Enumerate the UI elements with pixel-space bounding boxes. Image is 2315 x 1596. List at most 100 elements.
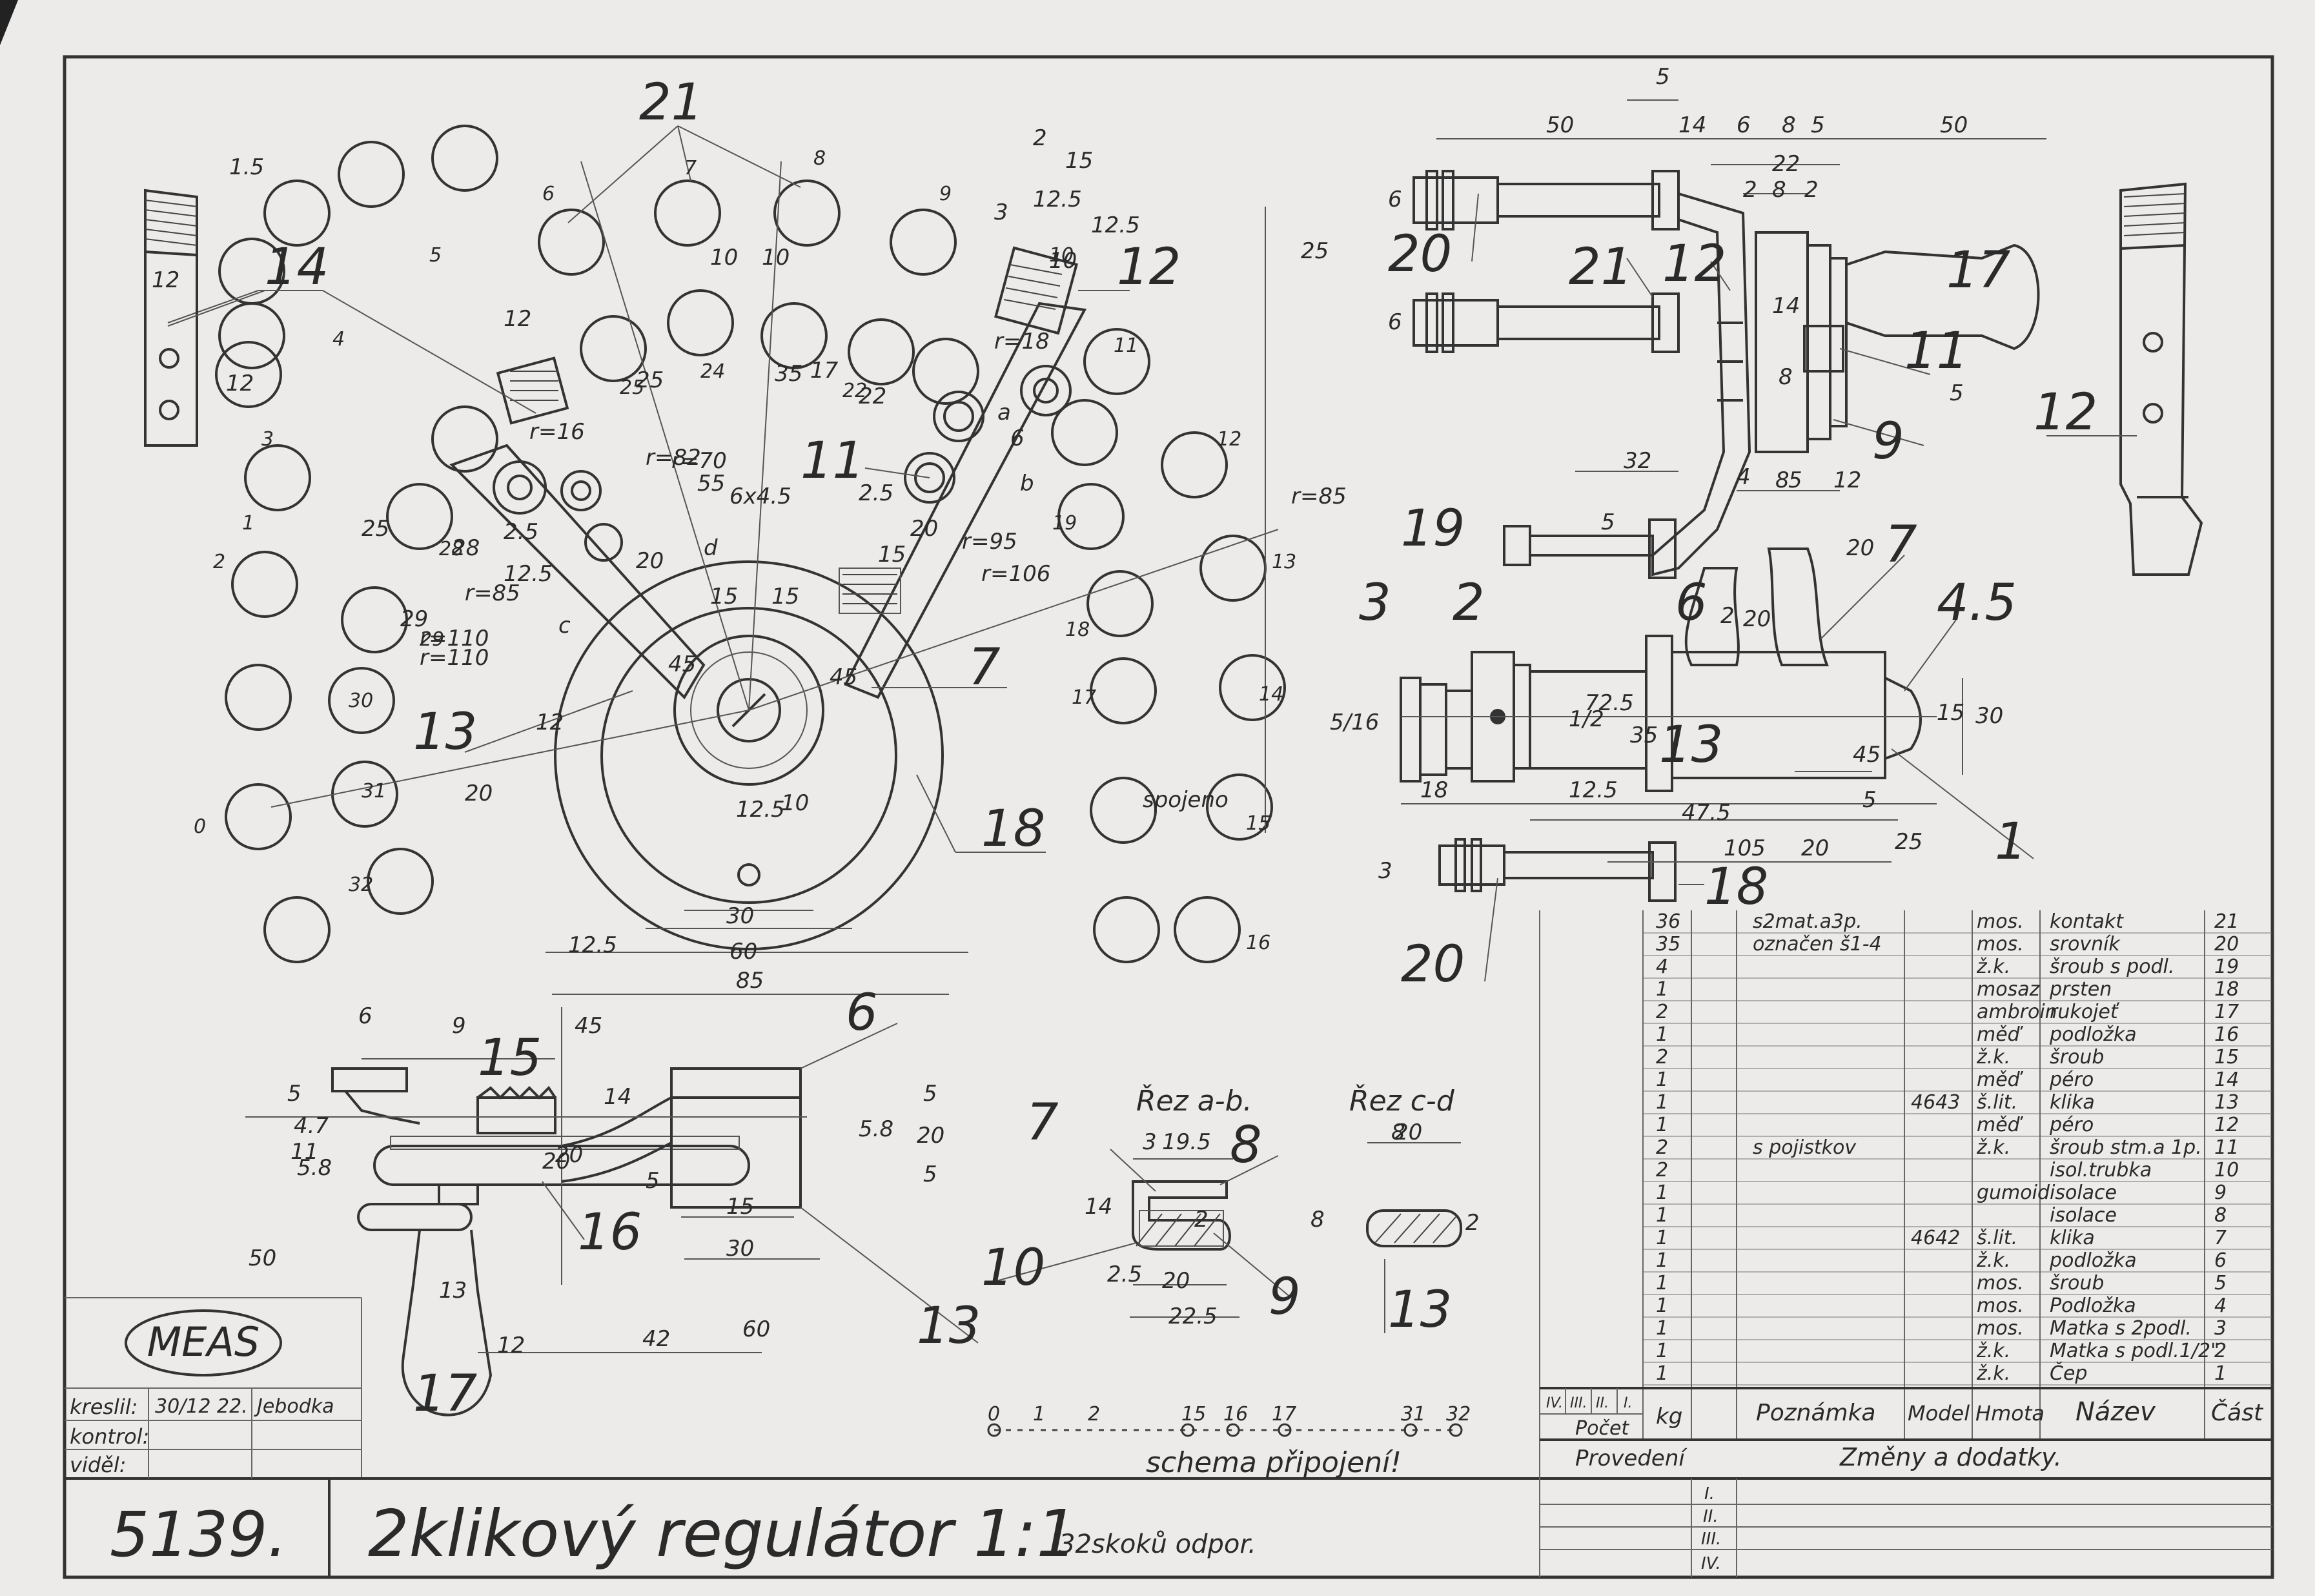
kontrol-label: kontrol: (70, 1424, 149, 1449)
table-cell-count: 1 (1656, 1227, 1668, 1249)
part-number-label: 17 (1946, 241, 2010, 300)
dimension-label: 8 (1772, 177, 1786, 203)
table-cell-count: 4 (1656, 956, 1668, 978)
contact-hole (1086, 570, 1154, 637)
dimension-label: 12.5 (568, 932, 617, 958)
dimension-label: 12.5 (504, 561, 553, 587)
dimension-label: 32 (1624, 448, 1651, 474)
section-label-c-d: Řez c-d (1349, 1083, 1455, 1118)
table-cell-name: Podložka (2050, 1294, 2136, 1317)
table-cell-part: 13 (2214, 1091, 2239, 1114)
hole-number: 22 (842, 380, 867, 402)
dimension-label: 20 (542, 1149, 570, 1174)
part-number-label: 4.5 (1937, 574, 2017, 632)
table-cell-part: 7 (2214, 1227, 2227, 1249)
contact-hole (328, 667, 395, 734)
hole-number: 17 (1072, 686, 1096, 709)
part-number-label: 13 (1659, 716, 1723, 774)
part-number-label: 18 (981, 800, 1045, 858)
dimension-label: 8 (1779, 364, 1793, 390)
table-cell-note: označen š1-4 (1753, 933, 1882, 956)
dimension-label: 5 (1788, 467, 1802, 493)
dimension-label: 2 (1804, 177, 1819, 203)
schema-num-31: 31 (1401, 1403, 1425, 1426)
contact-hole (244, 444, 311, 511)
dimension-label: 10 (762, 245, 790, 271)
contact-hole (760, 302, 828, 369)
schema-num-2: 2 (1088, 1403, 1100, 1426)
dimension-label: 11 (291, 1139, 318, 1165)
dimension-label: 6 (1737, 112, 1751, 138)
table-cell-count: 36 (1656, 910, 1680, 933)
dimension-label: 15 (771, 584, 799, 609)
dimension-label: 30 (726, 903, 754, 929)
part-number-label: 17 (413, 1365, 477, 1423)
dimension-label: 72.5 (1585, 690, 1634, 716)
dimension-label: 3 (1143, 1129, 1157, 1155)
dimension-label: r=16 (529, 419, 585, 445)
dimension-label: 14 (1085, 1194, 1112, 1220)
hole-number: 32 (349, 874, 373, 896)
contact-hole (1083, 328, 1150, 395)
parts-table-grid (1539, 910, 2272, 1478)
hole-number: 3 (261, 428, 274, 451)
part-number-label: 12 (1117, 238, 1181, 296)
dimension-label: 22 (1772, 151, 1800, 177)
dimension-label: 8 (1391, 1120, 1405, 1145)
dimension-label: 25 (1895, 829, 1922, 855)
dimension-label: 18 (1420, 777, 1448, 803)
contact-hole (218, 238, 285, 305)
table-cell-name: isolace (2050, 1182, 2117, 1204)
dimension-label: 12 (1833, 467, 1861, 493)
table-cell-name: Matka s 2podl. (2050, 1317, 2192, 1340)
table-cell-name: isolace (2050, 1204, 2117, 1227)
dimension-label: 20 (1743, 606, 1771, 632)
table-header-nazev: Název (2075, 1397, 2156, 1427)
table-cell-material: ambroin (1977, 1001, 2057, 1023)
contact-hole (431, 405, 498, 473)
table-cell-material: mos. (1977, 933, 2024, 956)
table-header-cast: Část (2211, 1399, 2264, 1426)
dimension-label: 12.5 (1033, 187, 1082, 212)
dimension-label: 20 (910, 516, 938, 542)
contact-hole (231, 551, 298, 618)
connection-schema (987, 1423, 1463, 1437)
table-cell-name: šroub (2050, 1272, 2104, 1294)
dimension-label: 20 (555, 1142, 583, 1168)
hole-number: 19 (1052, 512, 1077, 535)
contact-hole (538, 209, 605, 276)
videl-label: viděl: (70, 1453, 127, 1477)
dimension-label: c (558, 613, 571, 639)
dimension-label: 15 (726, 1194, 754, 1220)
table-cell-material: měď (1977, 1023, 2024, 1046)
dimension-label: 14 (1772, 293, 1800, 319)
table-cell-model: 4643 (1911, 1091, 1960, 1114)
dimension-label: 5 (923, 1081, 937, 1107)
kreslil-label: kreslil: (70, 1395, 138, 1419)
hole-number: 15 (1246, 812, 1270, 835)
dimension-label: 12 (497, 1333, 525, 1358)
dimension-label: 10 (710, 245, 738, 271)
section-label-a-b: Řez a-b. (1136, 1083, 1252, 1118)
table-cell-count: 1 (1656, 1340, 1668, 1362)
part-number-label: 8 (1230, 1116, 1262, 1174)
dimension-label: 6 (1388, 309, 1402, 335)
part-number-label: 11 (801, 432, 864, 490)
dimension-label: r=85 (1291, 484, 1347, 509)
part-number-label: 6 (1675, 574, 1708, 632)
dimension-label: 4 (1737, 464, 1751, 490)
schema-num-16: 16 (1223, 1403, 1248, 1426)
table-cell-name: péro (2049, 1114, 2094, 1136)
spring-14-view (144, 189, 265, 447)
dimension-label: 35 (1630, 722, 1658, 748)
kreslil-date: 30/12 22. (155, 1395, 248, 1418)
hole-number: 16 (1246, 932, 1270, 954)
table-cell-part: 11 (2214, 1136, 2239, 1159)
table-cell-part: 21 (2214, 910, 2239, 933)
dimension-label: 2 (1194, 1207, 1208, 1233)
table-cell-count: 1 (1656, 1182, 1668, 1204)
